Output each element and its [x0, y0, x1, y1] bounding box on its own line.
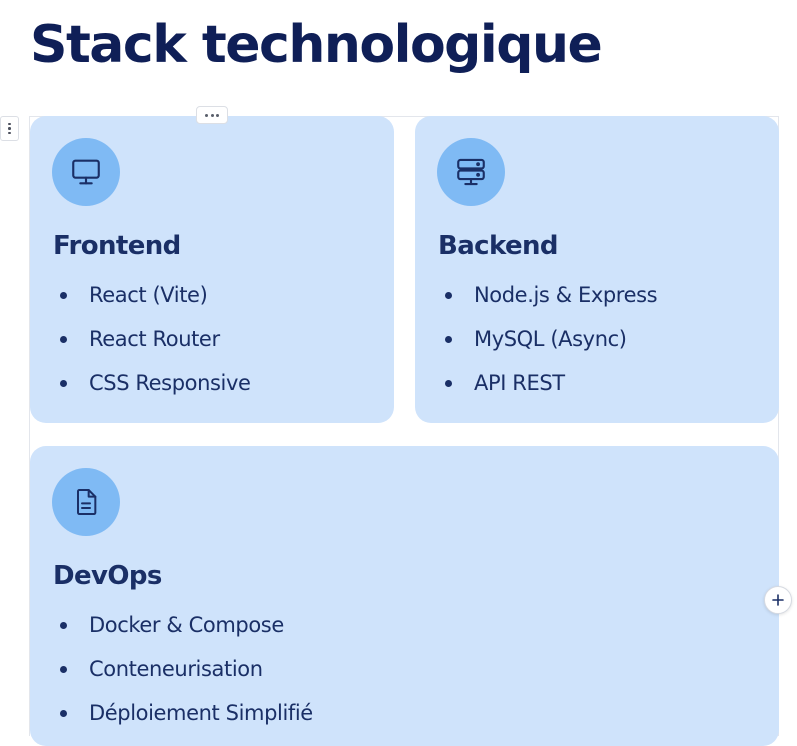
list-item: Déploiement Simplifié [53, 694, 313, 738]
card-frontend: Frontend React (Vite) React Router CSS R… [30, 116, 394, 423]
list-item: React Router [53, 320, 251, 364]
card-backend: Backend Node.js & Express MySQL (Async) … [415, 116, 779, 423]
card-list: Node.js & Express MySQL (Async) API REST [438, 276, 658, 408]
more-horizontal-icon[interactable] [196, 106, 228, 124]
card-title: Backend [438, 231, 559, 261]
block-selection-frame [29, 116, 779, 736]
document-icon [52, 468, 120, 536]
card-list: React (Vite) React Router CSS Responsive [53, 276, 251, 408]
drag-handle-icon[interactable] [0, 116, 19, 141]
plus-icon[interactable] [764, 586, 792, 614]
card-devops: DevOps Docker & Compose Conteneurisation… [30, 446, 779, 746]
page-title: Stack technologique [30, 15, 603, 75]
list-item: Docker & Compose [53, 606, 313, 650]
list-item: React (Vite) [53, 276, 251, 320]
monitor-icon [52, 138, 120, 206]
list-item: Node.js & Express [438, 276, 658, 320]
list-item: MySQL (Async) [438, 320, 657, 364]
list-item: API REST [438, 364, 657, 408]
list-item: CSS Responsive [53, 364, 251, 408]
card-title: DevOps [53, 561, 162, 591]
list-item: Conteneurisation [53, 650, 313, 694]
server-icon [437, 138, 505, 206]
card-list: Docker & Compose Conteneurisation Déploi… [53, 606, 313, 738]
card-title: Frontend [53, 231, 181, 261]
